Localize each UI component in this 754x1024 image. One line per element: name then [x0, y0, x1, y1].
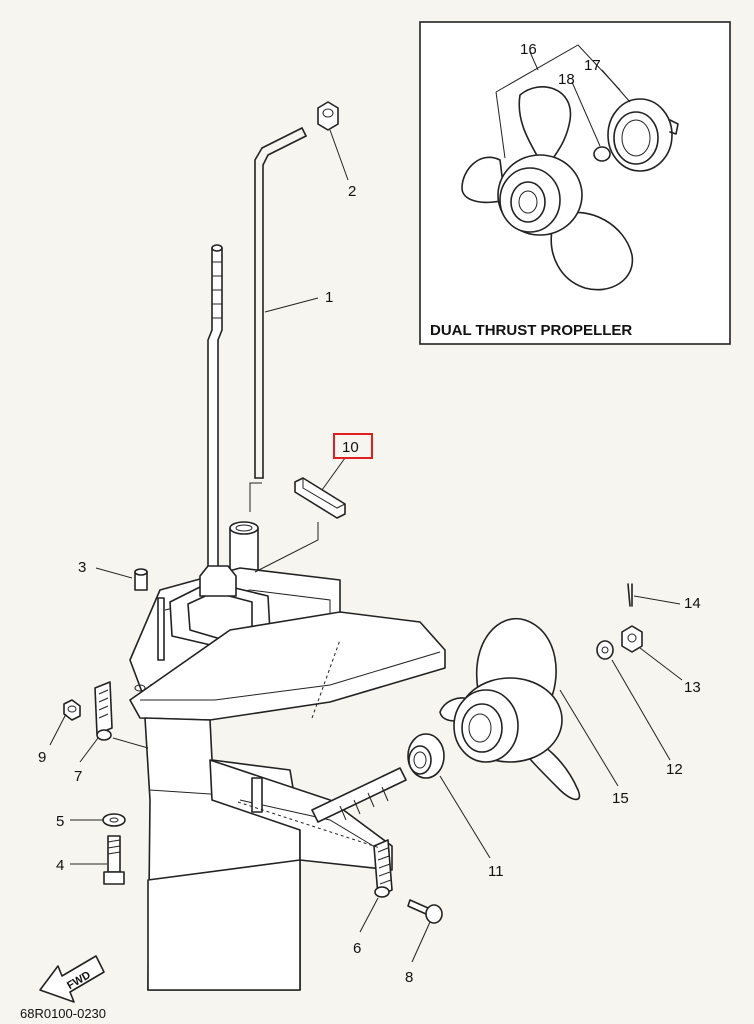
part-label-17[interactable]: 17 — [584, 57, 601, 74]
nut-9 — [63, 699, 81, 721]
part-label-13[interactable]: 13 — [684, 679, 701, 696]
water-tube-collar — [229, 521, 259, 579]
leader-lines — [49, 129, 683, 963]
lower-casing — [129, 565, 446, 991]
part-labels: 1 2 3 4 5 6 7 8 9 10 11 12 13 14 15 — [38, 183, 701, 986]
dowel-pin — [134, 568, 148, 591]
part-10-seal-bracket — [294, 457, 346, 519]
anode-6 — [373, 839, 393, 898]
propeller-15 — [439, 617, 581, 801]
part-label-8[interactable]: 8 — [405, 969, 413, 986]
part-label-7[interactable]: 7 — [74, 768, 82, 785]
part-label-4[interactable]: 4 — [56, 857, 64, 874]
shift-rod — [254, 127, 307, 479]
bolt-4 — [103, 835, 125, 885]
part-label-6[interactable]: 6 — [353, 940, 361, 957]
inset-propeller-blade-left — [461, 156, 506, 204]
anode-7 — [94, 681, 113, 741]
part-label-2[interactable]: 2 — [348, 183, 356, 200]
forward-direction-arrow: FWD — [39, 955, 105, 1003]
part-label-11[interactable]: 11 — [488, 863, 504, 880]
inset-propeller-hub-bore — [510, 181, 546, 223]
propeller-shaft — [311, 767, 407, 823]
part-label-1[interactable]: 1 — [325, 289, 333, 306]
nut-13 — [621, 625, 643, 653]
cotter-pin-14 — [627, 583, 633, 607]
inset-propeller-blade-bottom — [550, 211, 634, 291]
inset-dual-thrust-propeller: 16 18 17 DUAL THRUST PROPELLER — [419, 21, 731, 345]
part-label-3[interactable]: 3 — [78, 559, 86, 576]
washer-12 — [596, 640, 614, 660]
part-label-5[interactable]: 5 — [56, 813, 64, 830]
part-label-10-highlight — [333, 433, 373, 459]
inset-title: DUAL THRUST PROPELLER — [430, 322, 632, 339]
inset-washer — [593, 146, 611, 162]
screw-8 — [407, 899, 443, 924]
thrust-spacer-11 — [407, 733, 445, 779]
part-label-18[interactable]: 18 — [558, 71, 575, 88]
part-label-9[interactable]: 9 — [38, 749, 46, 766]
part-label-10[interactable]: 10 — [342, 439, 359, 456]
inset-propeller-blade-top — [518, 86, 572, 171]
grommet — [317, 101, 339, 131]
washer-5 — [102, 813, 126, 827]
part-label-16[interactable]: 16 — [520, 41, 537, 58]
drive-shaft — [207, 244, 223, 581]
part-label-15[interactable]: 15 — [612, 790, 629, 807]
part-label-14[interactable]: 14 — [684, 595, 701, 612]
part-label-12[interactable]: 12 — [666, 761, 683, 778]
drawing-code: 68R0100-0230 — [20, 1006, 106, 1021]
